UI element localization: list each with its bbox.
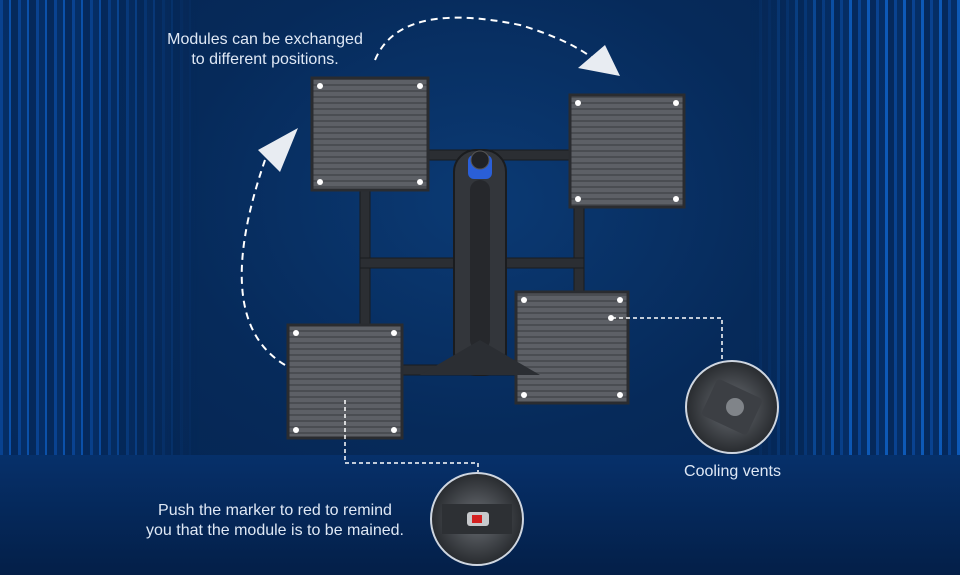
marker-caption: Push the marker to red to remind you tha…	[120, 501, 430, 541]
exchange-arrow-left	[240, 159, 286, 366]
module-top-right	[568, 93, 686, 209]
module-bottom-right	[514, 290, 630, 405]
exchange-caption: Modules can be exchanged to different po…	[150, 30, 380, 70]
arrow-head-left	[258, 128, 298, 172]
cooling-callout-line	[612, 317, 723, 362]
exchange-caption-line2: to different positions.	[191, 51, 339, 68]
cooling-vents-detail	[685, 360, 779, 454]
exchange-arrow-top	[374, 16, 596, 61]
marker-caption-line2: you that the module is to be mained.	[146, 522, 404, 539]
cabinet-handle-spine	[420, 149, 540, 376]
cooling-vents-caption: Cooling vents	[684, 463, 781, 480]
marker-detail	[430, 472, 524, 566]
background-curtain-left	[0, 0, 200, 470]
background-curtain-right	[750, 0, 960, 470]
red-marker-icon	[472, 515, 482, 523]
arrow-head-top	[578, 45, 620, 76]
marker-caption-line1: Push the marker to red to remind	[158, 502, 392, 519]
exchange-caption-line1: Modules can be exchanged	[167, 31, 363, 48]
module-top-left	[310, 76, 430, 192]
marker-callout-line	[344, 400, 479, 472]
